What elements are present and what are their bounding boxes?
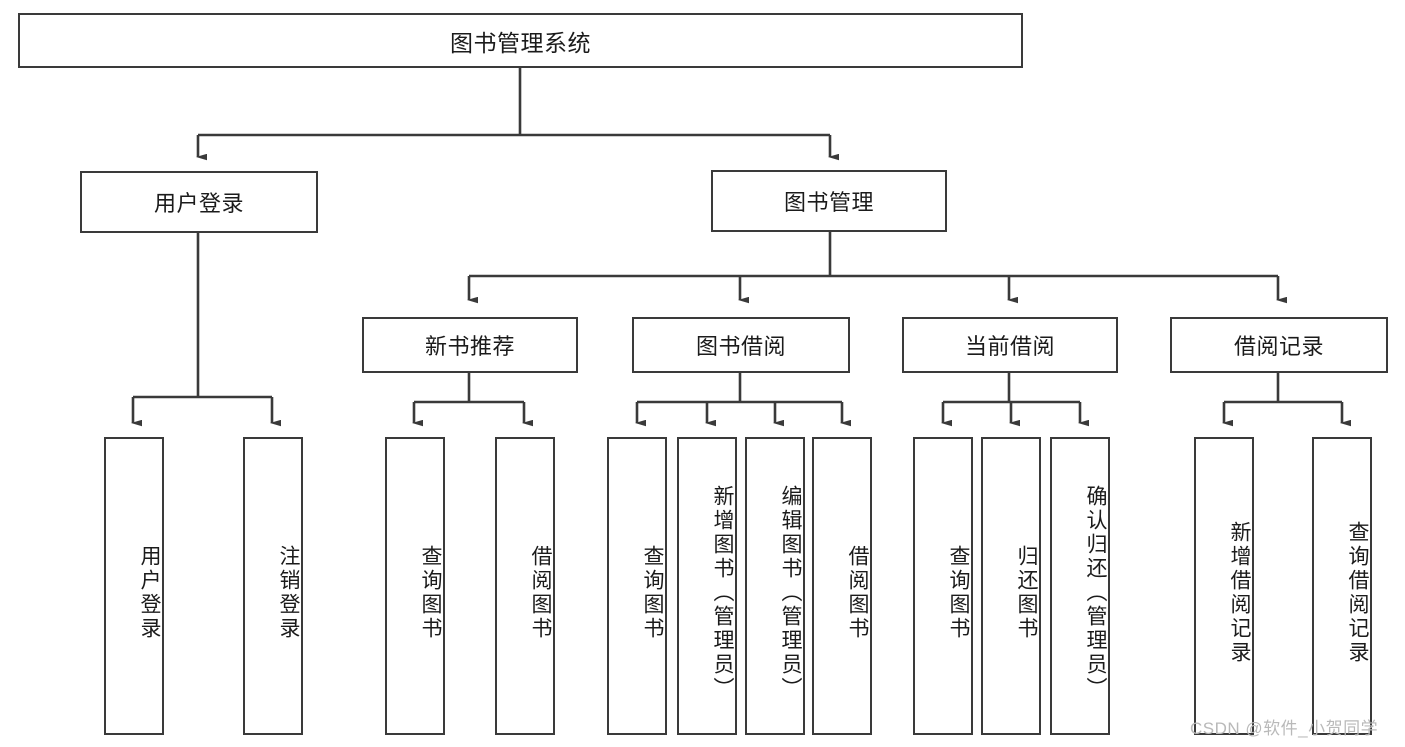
node-label: 注销登录 bbox=[277, 545, 300, 641]
leaf-book-borrow-add-book-admin[interactable]: 新增图书（管理员） bbox=[677, 437, 737, 735]
node-book-borrow[interactable]: 图书借阅 bbox=[632, 317, 850, 373]
node-label: 新增图书（管理员） bbox=[711, 485, 734, 701]
leaf-new-book-borrow-book[interactable]: 借阅图书 bbox=[495, 437, 555, 735]
node-label: 借阅记录 bbox=[1233, 334, 1324, 359]
leaf-user-login-login[interactable]: 用户登录 bbox=[104, 437, 164, 735]
node-label: 图书管理 bbox=[783, 190, 874, 215]
node-label: 查询图书 bbox=[641, 545, 664, 641]
node-label: 图书管理系统 bbox=[450, 29, 591, 56]
leaf-new-book-query-book[interactable]: 查询图书 bbox=[385, 437, 445, 735]
node-label: 归还图书 bbox=[1015, 545, 1038, 641]
node-current-borrow[interactable]: 当前借阅 bbox=[902, 317, 1118, 373]
node-label: 用户登录 bbox=[138, 545, 161, 641]
node-label: 新增借阅记录 bbox=[1228, 521, 1251, 665]
node-user-login[interactable]: 用户登录 bbox=[80, 171, 318, 233]
node-label: 借阅图书 bbox=[529, 545, 552, 641]
leaf-book-borrow-query-book[interactable]: 查询图书 bbox=[607, 437, 667, 735]
leaf-book-borrow-edit-book-admin[interactable]: 编辑图书（管理员） bbox=[745, 437, 805, 735]
node-label: 查询图书 bbox=[419, 545, 442, 641]
node-label: 借阅图书 bbox=[846, 545, 869, 641]
leaf-book-borrow-borrow-book[interactable]: 借阅图书 bbox=[812, 437, 872, 735]
node-borrow-records[interactable]: 借阅记录 bbox=[1170, 317, 1388, 373]
node-label: 用户登录 bbox=[153, 191, 244, 216]
node-label: 确认归还（管理员） bbox=[1084, 485, 1107, 701]
leaf-borrow-records-query-record[interactable]: 查询借阅记录 bbox=[1312, 437, 1372, 735]
node-label: 查询图书 bbox=[947, 545, 970, 641]
node-label: 查询借阅记录 bbox=[1346, 521, 1369, 665]
node-label: 编辑图书（管理员） bbox=[779, 485, 802, 701]
node-label: 图书借阅 bbox=[695, 334, 786, 359]
leaf-borrow-records-add-record[interactable]: 新增借阅记录 bbox=[1194, 437, 1254, 735]
leaf-current-borrow-return-book[interactable]: 归还图书 bbox=[981, 437, 1041, 735]
node-root-book-management-system[interactable]: 图书管理系统 bbox=[18, 13, 1023, 68]
node-label: 新书推荐 bbox=[424, 334, 515, 359]
node-book-management[interactable]: 图书管理 bbox=[711, 170, 947, 232]
leaf-current-borrow-query-book[interactable]: 查询图书 bbox=[913, 437, 973, 735]
leaf-current-borrow-confirm-return-admin[interactable]: 确认归还（管理员） bbox=[1050, 437, 1110, 735]
node-label: 当前借阅 bbox=[964, 334, 1055, 359]
node-new-book-recommend[interactable]: 新书推荐 bbox=[362, 317, 578, 373]
leaf-user-login-logout[interactable]: 注销登录 bbox=[243, 437, 303, 735]
